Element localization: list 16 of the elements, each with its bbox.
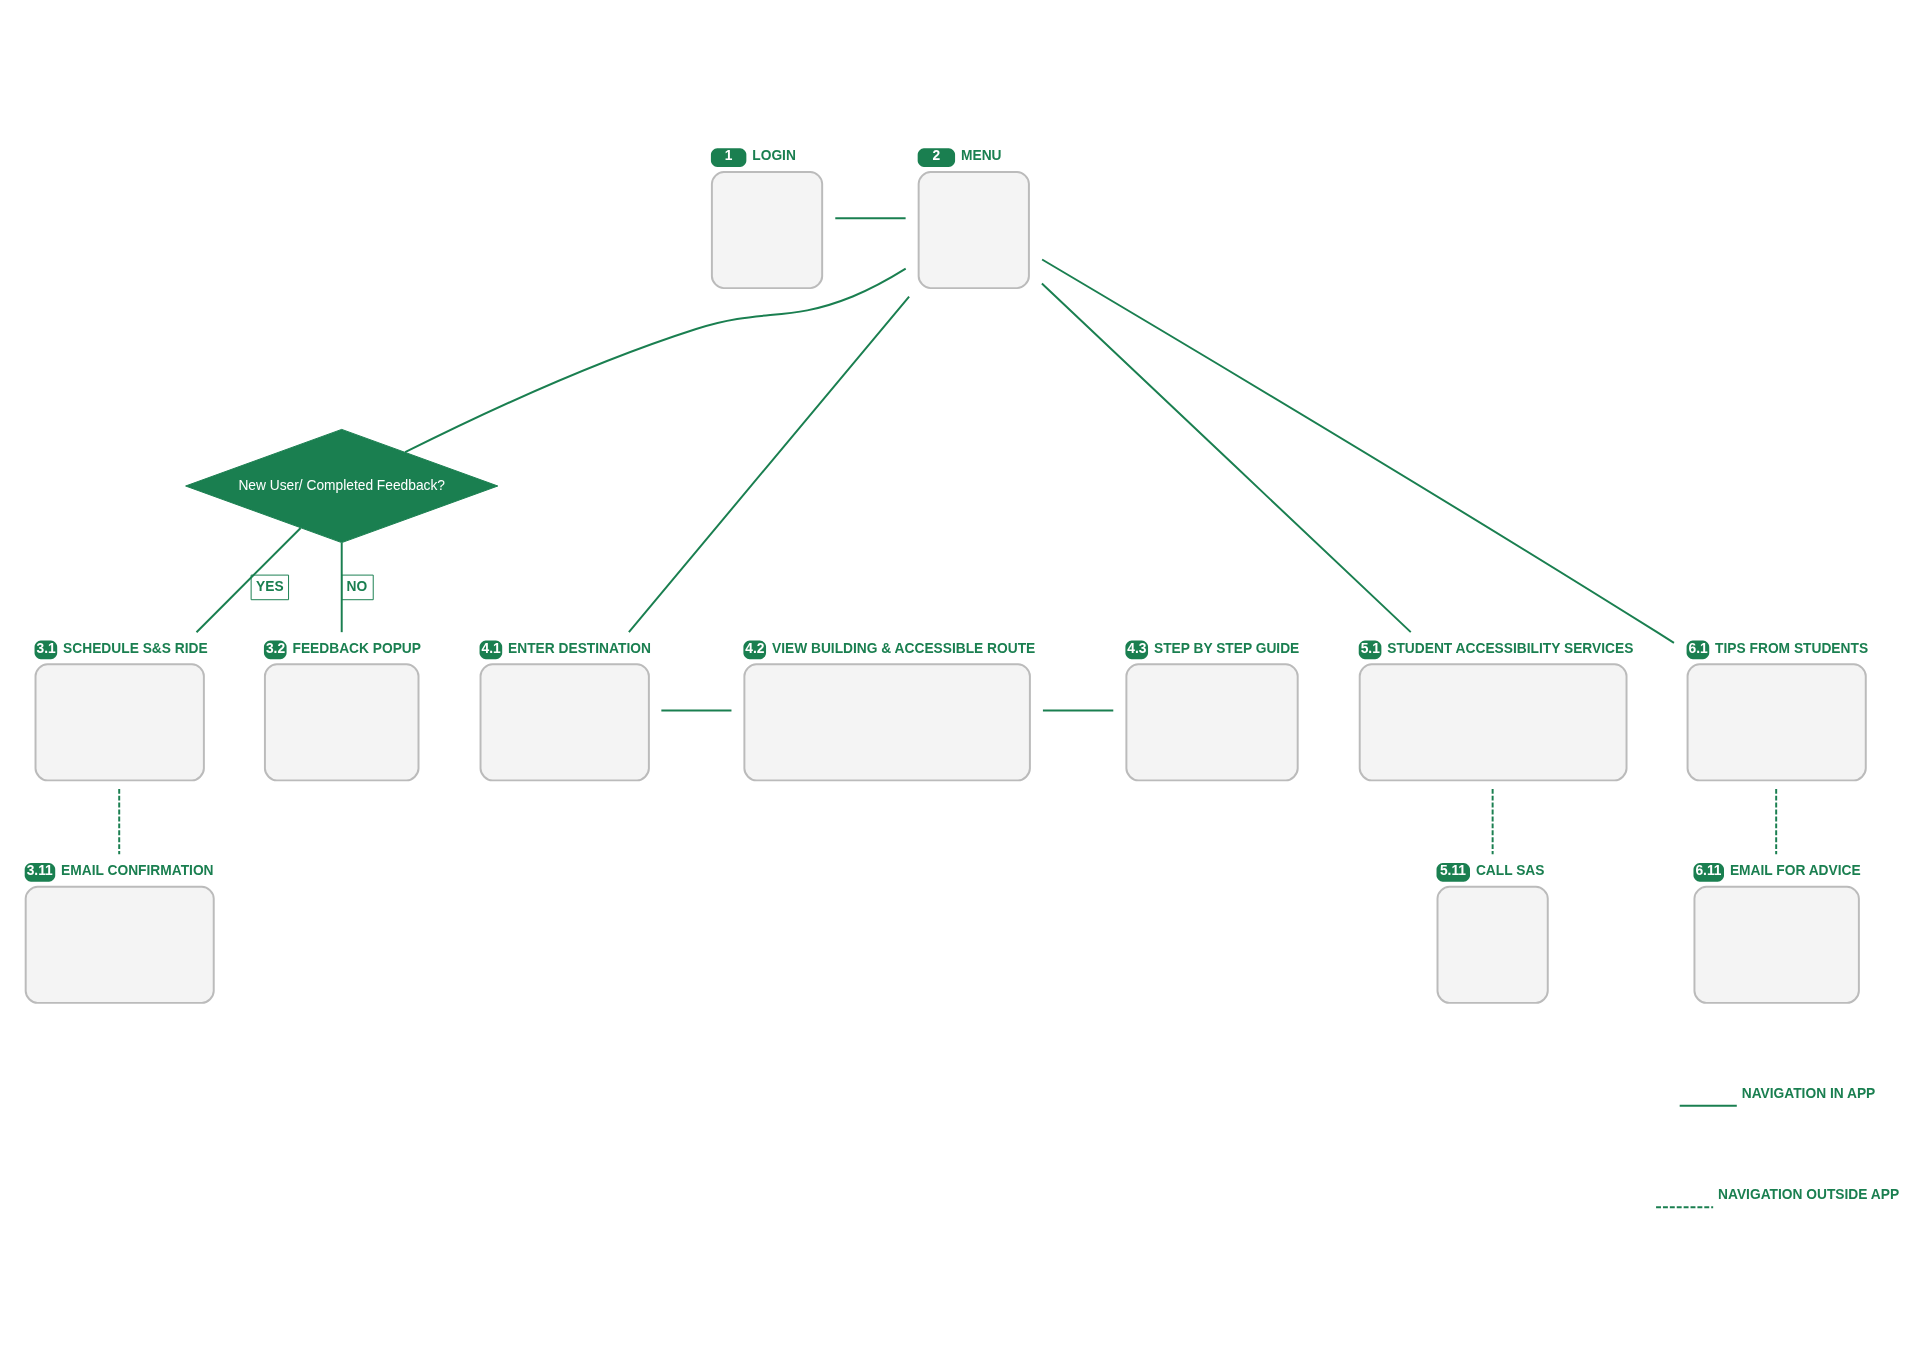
connector (1040, 282, 1412, 634)
connector (404, 267, 907, 454)
node-diamond: New User/ Completed Feedback? (185, 428, 499, 544)
legend-label: NAVIGATION OUTSIDE APP (1718, 1187, 1900, 1203)
connector (834, 217, 907, 220)
connector (118, 787, 121, 856)
connector (340, 541, 343, 634)
edge-label: NO (346, 578, 368, 594)
connector (1041, 709, 1115, 712)
connector (660, 709, 733, 712)
connector (195, 527, 302, 634)
connector (1775, 787, 1778, 856)
connector (627, 295, 911, 634)
legend-label: NAVIGATION IN APP (1741, 1086, 1876, 1102)
connector (1491, 787, 1494, 856)
edge-label: YES (256, 578, 284, 594)
